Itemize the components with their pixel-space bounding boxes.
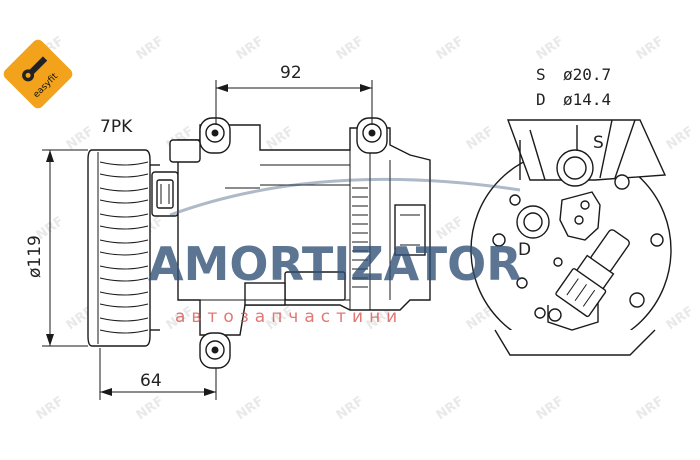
wrench-icon [22, 56, 48, 82]
nrf-tile: NRF [534, 34, 567, 63]
mounting-ear-top-right [356, 117, 388, 154]
discharge-spec-letter: D [536, 90, 546, 109]
nrf-tile: NRF [464, 124, 497, 153]
nrf-tile: NRF [334, 34, 367, 63]
pulley-groove [99, 317, 149, 334]
nrf-tile: NRF [664, 124, 697, 153]
pulley-diameter-label: ø119 [25, 235, 45, 278]
dimension-92-label: 92 [280, 63, 302, 83]
dimension-64-label: 64 [140, 371, 162, 391]
mounting-ear-bottom [199, 332, 231, 369]
nrf-tile: NRF [434, 394, 467, 423]
nrf-tile: NRF [234, 34, 267, 63]
nrf-tile: NRF [634, 34, 667, 63]
pulley-groove [99, 187, 149, 204]
discharge-port: D [516, 205, 550, 260]
pulley-clutch [87, 149, 160, 347]
nrf-tile: NRF [634, 394, 667, 423]
nrf-tile: NRF [234, 394, 267, 423]
discharge-port-letter: D [518, 240, 531, 260]
discharge-spec-diameter: ø14.4 [563, 90, 611, 109]
pulley-groove [99, 161, 149, 178]
nrf-tile: NRF [134, 34, 167, 63]
suction-port-letter: S [593, 133, 604, 153]
compressor-body [169, 124, 431, 336]
nrf-tile: NRF [264, 124, 297, 153]
nrf-tile: NRF [64, 124, 97, 153]
connector-plug [555, 229, 630, 318]
nrf-tile: NRF [534, 394, 567, 423]
suction-spec-letter: S [536, 65, 546, 84]
pulley-groove [99, 291, 149, 308]
nrf-tile: NRF [334, 394, 367, 423]
nrf-tile: NRF [134, 394, 167, 423]
nrf-tile: NRF [664, 304, 697, 333]
watermark-brand: AMORTIZATOR [148, 237, 522, 291]
pulley-grooves-label: 7PK [100, 117, 133, 137]
nrf-tile: NRF [34, 394, 67, 423]
electrical-connector [151, 171, 179, 217]
cooling-fins [352, 187, 368, 288]
watermark: AMORTIZATOR автозапчастини [148, 177, 522, 327]
easyfit-badge: easyfit [3, 39, 73, 109]
dimension-bottom: 64 [99, 348, 217, 400]
pulley-groove [99, 265, 149, 282]
suction-spec-diameter: ø20.7 [563, 65, 611, 84]
port-specs: S ø20.7 D ø14.4 [536, 65, 611, 109]
dimension-pulley-diameter: ø119 [25, 149, 88, 347]
watermark-subtitle: автозапчастини [175, 307, 403, 327]
mounting-ear-top-left [199, 117, 231, 154]
pulley-groove [99, 239, 149, 256]
end-view: S D [470, 119, 672, 356]
dimension-top: 92 [215, 63, 373, 125]
suction-port: S [556, 133, 604, 187]
pulley-grooves [99, 161, 149, 334]
pulley-groove [99, 213, 149, 230]
nrf-tile: NRF [434, 34, 467, 63]
